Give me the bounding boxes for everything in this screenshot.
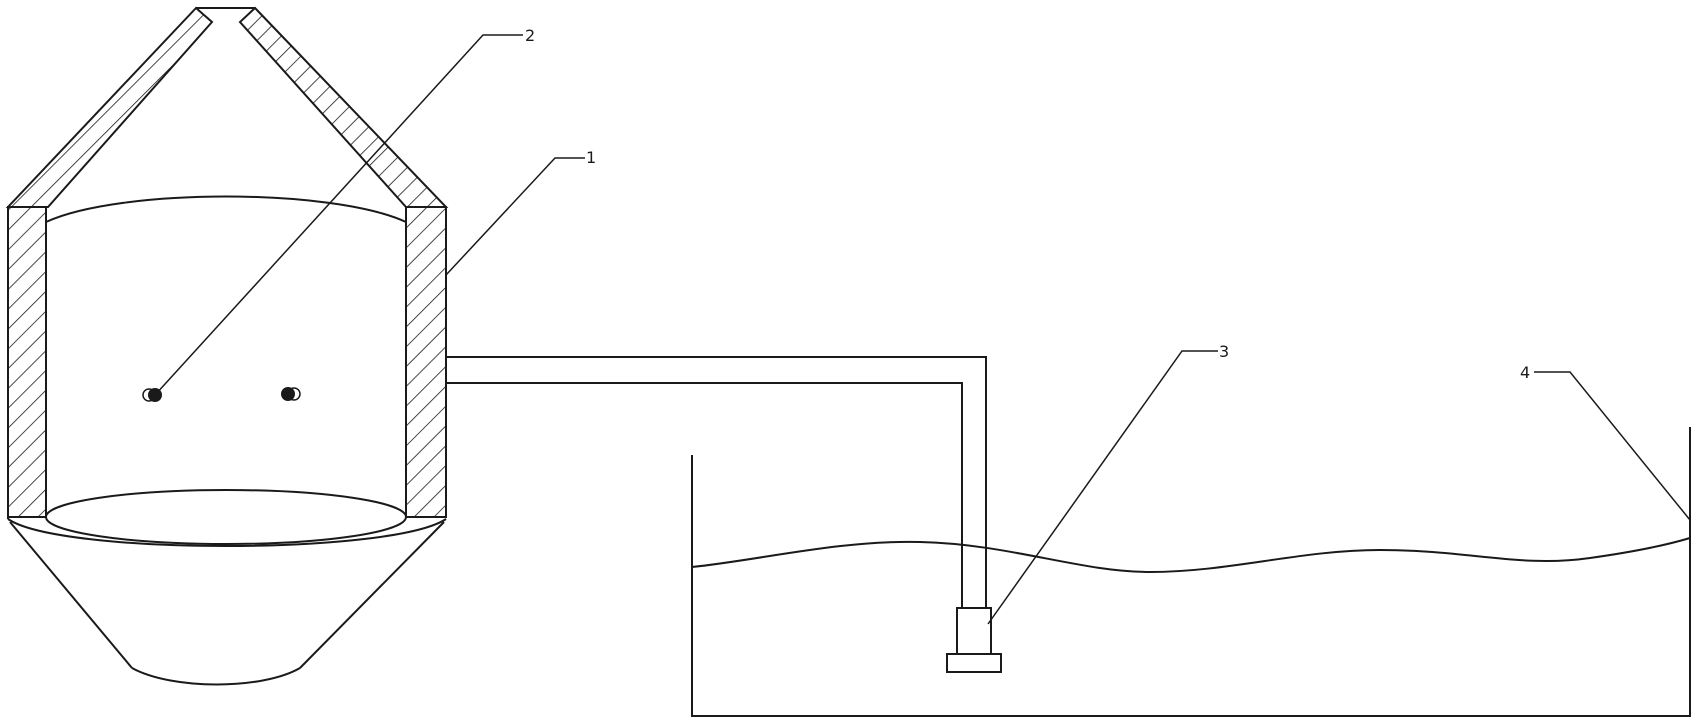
- tower-top-left-wall: [5, 6, 214, 208]
- tower-inner-bottom-ellipse: [45, 489, 407, 545]
- callout-1-label: 1: [586, 148, 596, 167]
- callout-1-leader: [445, 157, 585, 276]
- callout-4-label: 4: [1520, 363, 1530, 382]
- tower: [5, 6, 449, 686]
- tower-funnel-left: [9, 521, 133, 669]
- callout-2-label: 2: [525, 26, 535, 45]
- pipe-outer: [446, 356, 987, 608]
- callout-4-leader: [1534, 371, 1691, 521]
- callout-4: 4: [1520, 363, 1691, 521]
- tower-bottom-rim: [7, 518, 447, 547]
- tower-right-wall: [405, 206, 447, 518]
- tower-funnel-bottom: [131, 667, 301, 686]
- tower-left-wall: [7, 206, 47, 518]
- nozzles: [142, 387, 301, 402]
- tank: [691, 427, 1691, 717]
- pipe: [446, 356, 987, 608]
- pump: [946, 607, 1002, 673]
- pump-body: [956, 607, 992, 655]
- pump-base: [946, 653, 1002, 673]
- callout-3-leader: [987, 350, 1218, 625]
- callout-1: 1: [445, 148, 596, 276]
- callout-2: 2: [154, 26, 535, 396]
- callout-3-label: 3: [1219, 342, 1229, 361]
- nozzle-right-ring: [287, 387, 301, 401]
- tank-walls: [691, 427, 1691, 717]
- callout-3: 3: [987, 342, 1229, 625]
- callout-2-leader: [154, 34, 523, 396]
- tower-inner-top-ellipse: [45, 195, 407, 223]
- pipe-inner: [446, 382, 963, 608]
- water-surface: [691, 537, 1691, 574]
- tower-top-right-wall: [238, 6, 449, 208]
- tower-funnel-right: [299, 521, 445, 669]
